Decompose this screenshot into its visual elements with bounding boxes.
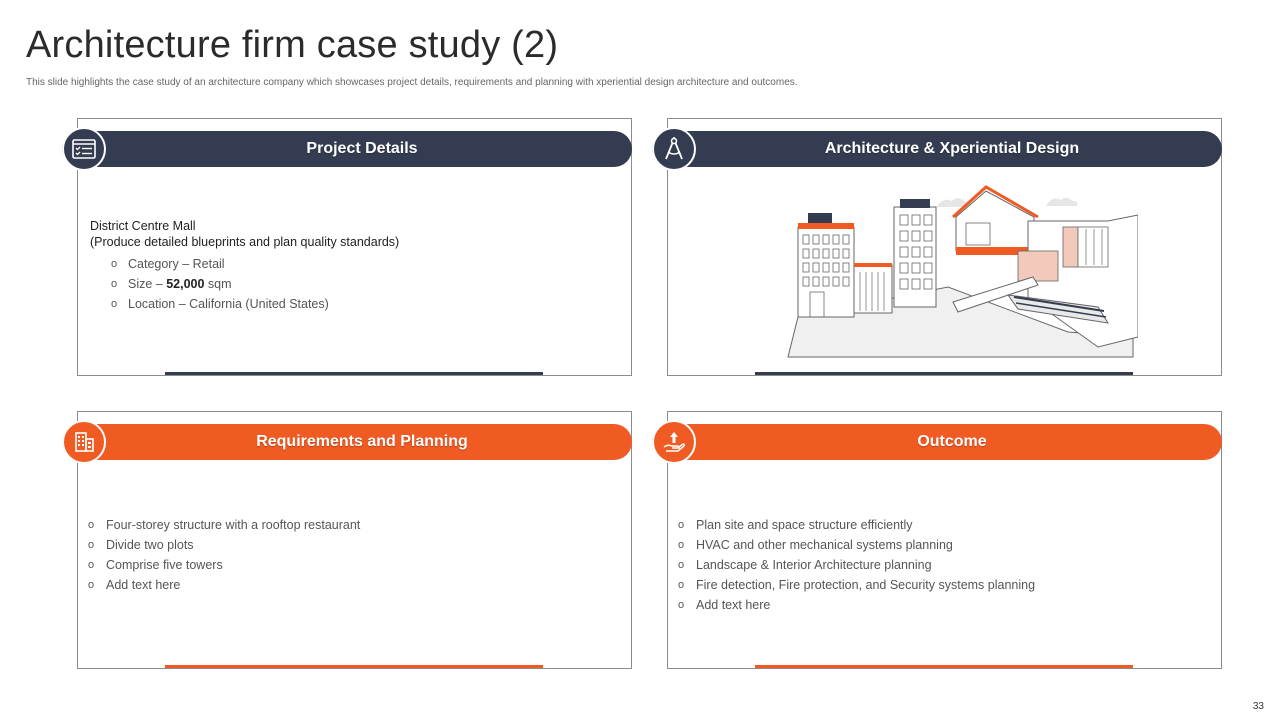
list-item: Add text here: [88, 575, 360, 595]
list-item: Divide two plots: [88, 535, 360, 555]
card-bottom-bar: [755, 372, 1133, 375]
requirements-list: Four-storey structure with a rooftop res…: [88, 515, 360, 595]
requirements-title: Requirements and Planning: [256, 433, 468, 450]
project-details-body: District Centre Mall (Produce detailed b…: [90, 218, 399, 314]
project-description: (Produce detailed blueprints and plan qu…: [90, 235, 400, 249]
list-item-category: Category – Retail: [90, 254, 399, 274]
architecture-card: Architecture & Xperiential Design: [652, 118, 1222, 376]
project-name: District Centre Mall: [90, 219, 196, 233]
building-illustration: [787, 185, 1138, 358]
building-icon: [62, 420, 106, 464]
page-subtitle: This slide highlights the case study of …: [26, 77, 798, 88]
page-title: Architecture firm case study (2): [26, 24, 559, 66]
list-item-location: Location – California (United States): [90, 294, 399, 314]
list-item-size: Size – 52,000 sqm: [90, 274, 399, 294]
list-item: Landscape & Interior Architecture planni…: [678, 555, 1035, 575]
list-item: HVAC and other mechanical systems planni…: [678, 535, 1035, 555]
list-item: Fire detection, Fire protection, and Sec…: [678, 575, 1035, 595]
outcome-title: Outcome: [917, 433, 987, 450]
size-prefix: Size –: [128, 277, 167, 291]
outcome-list: Plan site and space structure efficientl…: [678, 515, 1035, 615]
architecture-title: Architecture & Xperiential Design: [824, 140, 1080, 157]
list-item: Add text here: [678, 595, 1035, 615]
project-details-header: Project Details: [62, 131, 632, 167]
checklist-card-icon: [62, 127, 106, 171]
list-item: Plan site and space structure efficientl…: [678, 515, 1035, 535]
requirements-card: Requirements and Planning Four-storey st…: [62, 411, 632, 669]
size-suffix: sqm: [204, 277, 232, 291]
card-bottom-bar: [165, 372, 543, 375]
outcome-header: Outcome: [652, 424, 1222, 460]
project-details-title: Project Details: [306, 140, 418, 157]
list-item: Comprise five towers: [88, 555, 360, 575]
card-bottom-bar: [165, 665, 543, 668]
requirements-header: Requirements and Planning: [62, 424, 632, 460]
project-details-card: Project Details District Centre Mall (Pr…: [62, 118, 632, 376]
page-number: 33: [1252, 701, 1264, 712]
growth-hand-icon: [652, 420, 696, 464]
project-details-list: Category – Retail Size – 52,000 sqm Loca…: [90, 254, 399, 314]
list-item: Four-storey structure with a rooftop res…: [88, 515, 360, 535]
card-bottom-bar: [755, 665, 1133, 668]
drafting-compass-icon: [652, 127, 696, 171]
outcome-card: Outcome Plan site and space structure ef…: [652, 411, 1222, 669]
size-value: 52,000: [166, 277, 205, 291]
architecture-header: Architecture & Xperiential Design: [652, 131, 1222, 167]
